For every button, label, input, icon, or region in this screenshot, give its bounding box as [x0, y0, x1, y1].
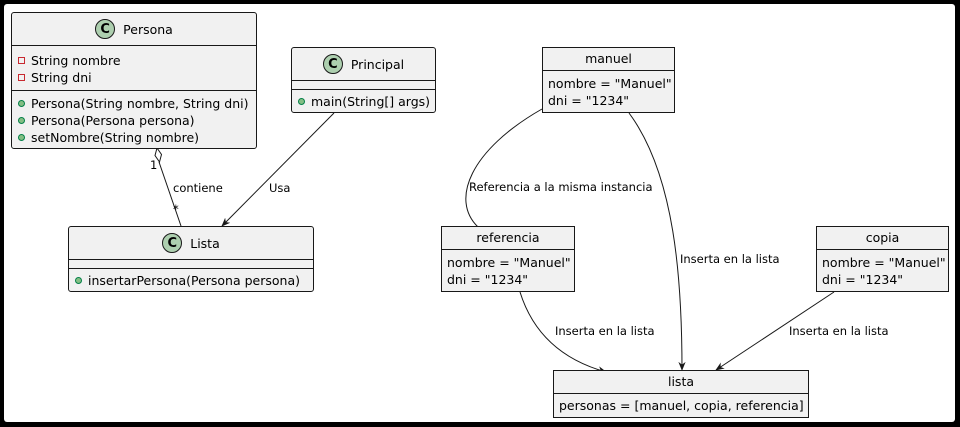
- class-persona[interactable]: C Persona String nombre String dni Perso…: [11, 12, 257, 149]
- object-name: copia: [865, 230, 900, 245]
- object-field: dni = "1234": [447, 272, 529, 287]
- object-field: dni = "1234": [822, 272, 904, 287]
- edge-label-inserta-manuel: Inserta en la lista: [680, 252, 780, 266]
- edge-label-referencia: Referencia a la misma instancia: [469, 180, 653, 194]
- edge-label-inserta-copia: Inserta en la lista: [789, 324, 889, 338]
- object-name: lista: [667, 374, 695, 389]
- object-field: nombre = "Manuel": [822, 255, 946, 270]
- method-row: setNombre(String nombre): [12, 129, 256, 146]
- object-field: nombre = "Manuel": [548, 76, 672, 91]
- class-name: Principal: [350, 56, 405, 72]
- method-row: main(String[] args): [292, 93, 435, 110]
- object-name: referencia: [476, 230, 540, 245]
- class-badge-icon: C: [322, 54, 343, 74]
- method-row: Persona(String nombre, String dni): [12, 95, 256, 112]
- edge-inserta-referencia: Inserta en la lista: [519, 291, 655, 374]
- edge-label-contiene: contiene: [173, 181, 223, 195]
- public-icon: [75, 277, 82, 284]
- public-icon: [18, 117, 25, 124]
- object-lista[interactable]: lista personas = [manuel, copia, referen…: [553, 370, 809, 418]
- public-icon: [298, 98, 305, 105]
- object-field: personas = [manuel, copia, referencia]: [559, 398, 804, 413]
- method-row: Persona(Persona persona): [12, 112, 256, 129]
- class-name: Persona: [123, 21, 173, 37]
- public-icon: [18, 134, 25, 141]
- method-row: insertarPersona(Persona persona): [69, 272, 313, 289]
- object-field: nombre = "Manuel": [447, 255, 571, 270]
- class-name: Lista: [190, 235, 220, 251]
- field-row: String dni: [12, 69, 256, 86]
- object-copia[interactable]: copia nombre = "Manuel" dni = "1234": [816, 226, 949, 292]
- public-icon: [18, 100, 25, 107]
- class-badge-icon: C: [95, 19, 116, 39]
- edge-label-inserta-referencia: Inserta en la lista: [555, 324, 655, 338]
- edge-contiene: 1 * contiene: [150, 146, 223, 227]
- edge-inserta-copia: Inserta en la lista: [715, 291, 889, 371]
- private-icon: [18, 57, 25, 64]
- object-field: dni = "1234": [548, 93, 630, 108]
- edge-referencia: Referencia a la misma instancia: [465, 108, 653, 228]
- class-principal[interactable]: C Principal main(String[] args): [291, 47, 436, 113]
- mult-target: *: [173, 202, 179, 216]
- edge-usa: Usa: [221, 112, 335, 227]
- object-name: manuel: [585, 51, 632, 66]
- aggregation-diamond: [154, 146, 163, 164]
- private-icon: [18, 74, 25, 81]
- class-badge-icon: C: [162, 233, 183, 253]
- edge-label-usa: Usa: [269, 181, 290, 195]
- class-lista[interactable]: C Lista insertarPersona(Persona persona): [68, 226, 314, 292]
- object-referencia[interactable]: referencia nombre = "Manuel" dni = "1234…: [441, 226, 575, 292]
- object-manuel[interactable]: manuel nombre = "Manuel" dni = "1234": [542, 47, 675, 113]
- edge-inserta-manuel: Inserta en la lista: [628, 112, 780, 371]
- mult-source: 1: [150, 158, 157, 172]
- field-row: String nombre: [12, 52, 256, 69]
